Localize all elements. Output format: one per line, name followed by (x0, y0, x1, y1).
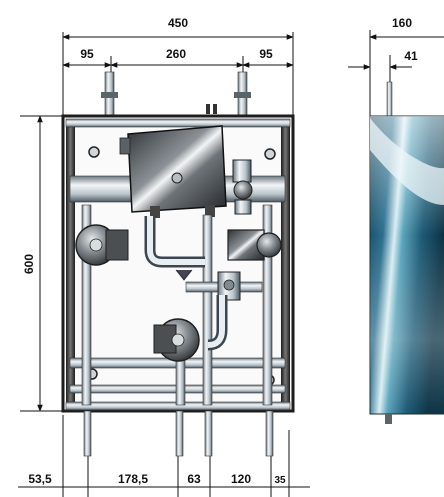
pipe-outlet (204, 410, 213, 457)
pipe-outlet (175, 410, 184, 457)
circulation-pump-icon (227, 229, 282, 261)
side-foot (385, 414, 392, 424)
pipe-fitting (234, 92, 251, 98)
dim-bottom-5: 35 (274, 475, 286, 486)
dim-segment-right: 95 (259, 47, 273, 61)
dim-segment-left: 95 (80, 47, 94, 61)
vent-fitting (213, 104, 217, 114)
dim-bottom-1: 53,5 (28, 472, 52, 486)
frame-rail-left (66, 124, 75, 407)
heat-exchanger-icon (119, 125, 227, 218)
valve-icon (175, 269, 263, 301)
dim-bottom-4: 120 (231, 472, 251, 486)
circulation-pump-icon (153, 318, 200, 362)
dim-side-depth: 160 (392, 16, 412, 30)
side-pipe (386, 81, 393, 117)
side-view-panel (369, 81, 444, 424)
dim-overall-width: 450 (168, 16, 188, 30)
circulation-pump-icon (75, 224, 129, 266)
pipe-vertical (262, 204, 273, 406)
dim-segment-center: 260 (166, 47, 186, 61)
dim-bottom-2: 178,5 (118, 472, 148, 486)
pipe-outlet (265, 410, 274, 457)
dim-height: 600 (22, 254, 36, 274)
elbow-pipe (207, 295, 225, 348)
pipe-fitting (101, 92, 118, 98)
pipe-outlet (83, 410, 92, 457)
valve-icon (232, 159, 253, 215)
side-dimensions (348, 30, 444, 116)
pipe-vertical (81, 204, 92, 406)
vent-fitting (206, 104, 210, 114)
dim-bottom-3: 63 (187, 472, 201, 486)
frame-bar-top (65, 118, 291, 128)
dim-side-offset: 41 (404, 49, 418, 63)
screw-icon (88, 146, 100, 158)
front-dimensions (18, 32, 310, 497)
u-bend-pipe (147, 216, 205, 265)
pipe-vertical (202, 214, 213, 406)
screw-icon (264, 148, 276, 160)
front-view (61, 71, 295, 457)
panel-highlight (370, 118, 444, 205)
frame-rail-right (281, 124, 290, 407)
